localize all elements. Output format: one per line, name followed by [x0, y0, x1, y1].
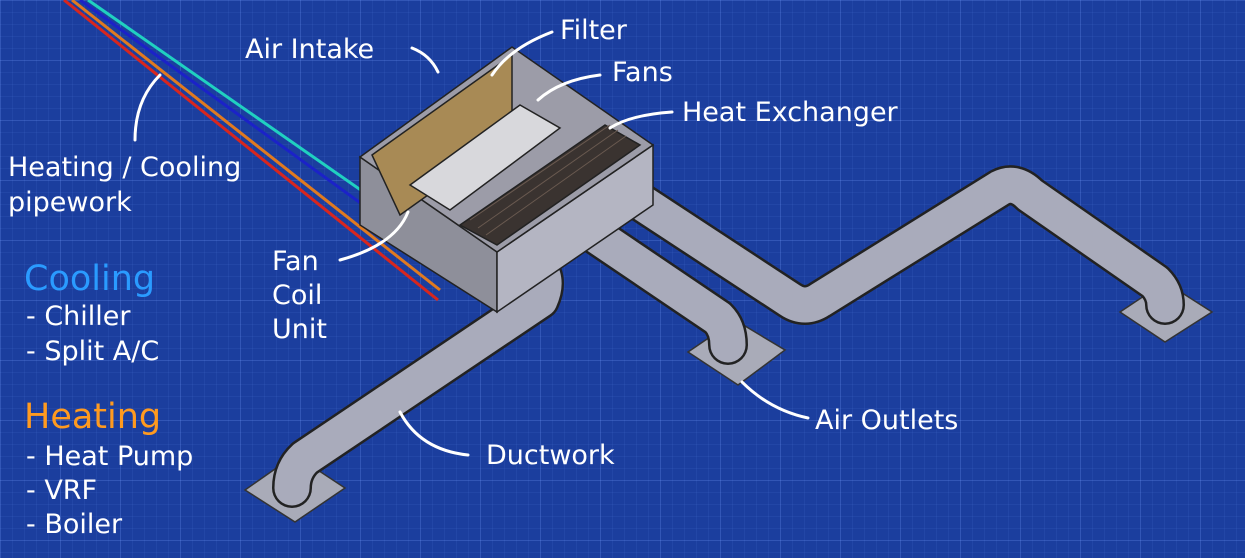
label-heat-exchanger: Heat Exchanger [682, 97, 898, 128]
label-fcu-1: Fan [272, 246, 319, 277]
label-ductwork: Ductwork [486, 440, 615, 471]
label-air-intake: Air Intake [245, 34, 375, 65]
heating-item: - VRF [26, 475, 98, 506]
cooling-item: - Split A/C [26, 336, 160, 367]
label-fans: Fans [612, 57, 673, 88]
fans [408, 104, 562, 211]
label-pipework-2: pipework [8, 187, 132, 218]
leader-lines [133, 30, 810, 457]
heat-exchanger [458, 124, 642, 246]
heating-title: Heating [24, 397, 162, 437]
label-filter: Filter [560, 15, 627, 46]
heating-item: - Heat Pump [26, 441, 194, 472]
cooling-title: Cooling [24, 259, 156, 299]
fan-coil-unit [358, 46, 655, 314]
label-pipework-1: Heating / Cooling [8, 152, 242, 183]
cooling-item: - Chiller [26, 301, 131, 332]
ductwork [272, 165, 1185, 508]
label-fcu-2: Coil [272, 280, 323, 311]
label-air-outlets: Air Outlets [815, 405, 959, 436]
label-fcu-3: Unit [272, 314, 327, 345]
heating-item: - Boiler [26, 509, 123, 540]
